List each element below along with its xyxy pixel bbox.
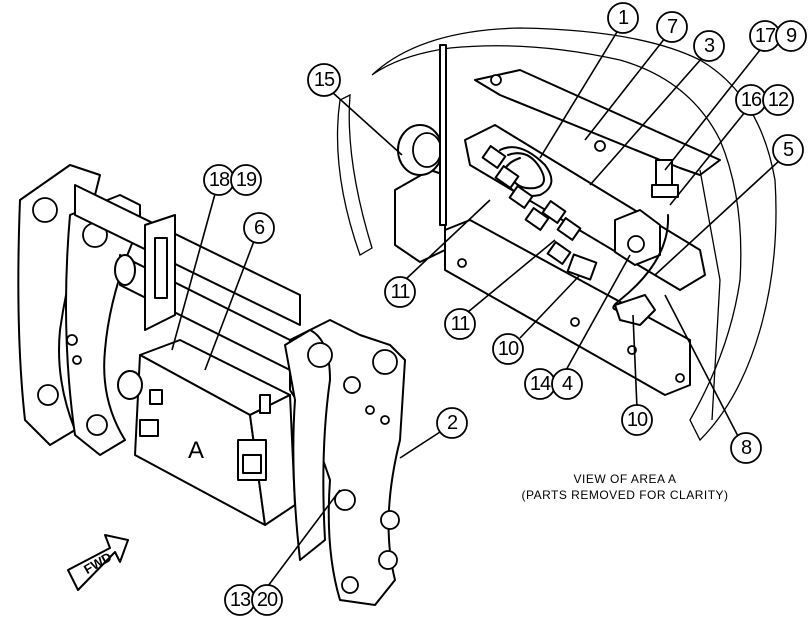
arm-pin [372,349,398,375]
callout-11b: 11 [444,308,476,340]
frame-edge [699,169,721,421]
svg-text:17: 17 [755,25,776,47]
cylinder [394,169,446,263]
tee-nut [651,184,679,198]
box-port [149,389,163,405]
plate-bolt [594,140,606,152]
svg-text:16: 16 [741,89,762,111]
svg-text:5: 5 [783,139,794,161]
elbow-fitting [614,294,656,326]
callout-14: 14 [524,368,556,400]
callout-18: 18 [203,164,235,196]
fwd-arrow-shape [67,534,129,591]
arm-hole [66,334,78,346]
svg-text:3: 3 [704,35,715,57]
callout-16: 16 [735,84,767,116]
callout-11a: 11 [384,276,416,308]
hydraulic-hose-inner [507,152,545,190]
arm-pin [307,342,333,368]
callout-2: 2 [436,407,468,439]
svg-text:6: 6 [254,217,265,239]
svg-text:1: 1 [618,7,629,29]
arm-pin [86,414,108,436]
callout-12: 12 [762,84,794,116]
vertical-post [439,44,447,226]
svg-text:7: 7 [667,16,678,38]
bar-bolt [675,373,685,383]
svg-text:11: 11 [391,281,411,303]
arm-pin [334,489,356,511]
leader-lines [171,31,781,587]
bar-bolt [570,317,580,327]
box-fitting [259,394,271,414]
callout-7: 7 [656,11,688,43]
svg-text:15: 15 [314,69,335,91]
callouts: 15 1 7 3 17 9 16 12 5 18 19 6 11 11 10 1… [203,2,807,616]
callout-10a: 10 [492,333,524,365]
callout-1: 1 [607,2,639,34]
callout-5: 5 [772,134,804,166]
callout-9: 9 [775,20,807,52]
svg-text:18: 18 [209,169,230,191]
svg-text:10: 10 [498,338,519,360]
forward-arrow: FWD [67,534,129,591]
arm-pin [37,384,59,406]
cylinder-bore [412,132,442,168]
callout-3: 3 [693,30,725,62]
arm-hole [72,355,82,365]
box-plug [117,370,143,400]
svg-text:11: 11 [451,313,471,335]
main-assembly: A [17,164,406,606]
area-label: A [188,437,204,464]
detail-inset-edge [336,93,373,256]
arm-hole [365,405,375,415]
svg-text:20: 20 [257,589,278,611]
callout-13: 13 [224,584,256,616]
svg-text:2: 2 [447,412,458,434]
svg-text:10: 10 [627,409,648,431]
arm-pin [343,376,361,394]
svg-text:19: 19 [236,169,257,191]
callout-4: 4 [551,368,583,400]
bar-bolt [457,258,467,268]
tube-end [114,254,136,286]
mounting-plate [474,69,721,176]
arm-hole [380,415,390,425]
detail-view-outline [371,27,777,442]
callout-19: 19 [230,164,262,196]
detail-view-area-a [336,27,777,442]
cross-tube [74,184,301,326]
arm-pin [378,550,398,570]
valve-port [627,235,645,253]
arm-pin [380,510,400,530]
callout-6: 6 [243,212,275,244]
solenoid-face [242,454,262,474]
callout-20: 20 [251,584,283,616]
svg-text:8: 8 [741,437,752,459]
callout-17: 17 [749,20,781,52]
callout-10b: 10 [621,404,653,436]
svg-text:9: 9 [786,25,797,47]
plate-bolt [490,74,502,86]
callout-8: 8 [730,432,762,464]
svg-text:14: 14 [530,373,551,395]
svg-text:4: 4 [562,373,573,395]
callout-15: 15 [307,63,341,97]
tube-support [154,237,168,299]
fitting-chain [481,145,598,281]
arm-pin [341,576,359,594]
box-port [139,419,159,437]
caption-line-2: (PARTS REMOVED FOR CLARITY) [521,488,728,502]
svg-text:13: 13 [230,589,251,611]
arm-pin [32,197,58,223]
caption-line-1: VIEW OF AREA A [573,472,676,486]
svg-text:12: 12 [768,89,789,111]
